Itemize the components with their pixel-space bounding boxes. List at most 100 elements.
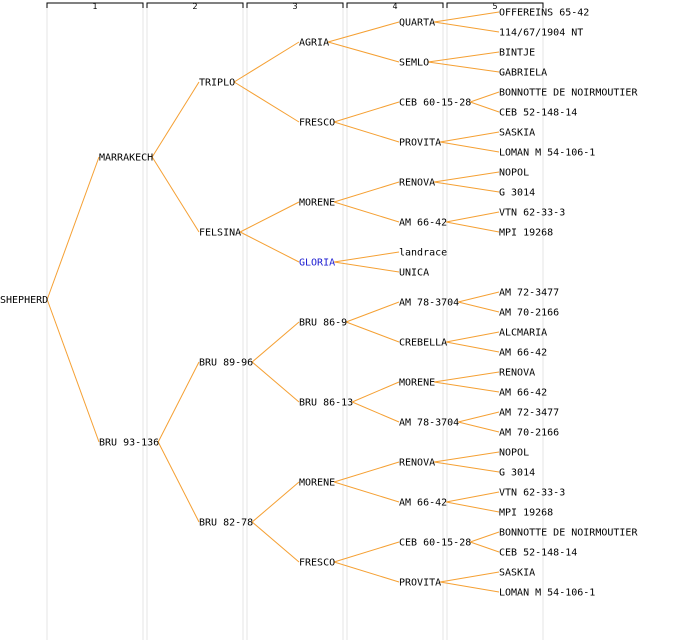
pedigree-node: BRU 89-96: [199, 358, 253, 369]
pedigree-node: CEB 52-148-14: [499, 108, 577, 119]
pedigree-node: BRU 93-136: [99, 438, 159, 449]
pedigree-edge: [345, 301, 400, 323]
pedigree-edge: [327, 41, 400, 63]
pedigree-edge: [458, 421, 500, 433]
pedigree-edge: [446, 331, 500, 343]
pedigree-node: QUARTA: [399, 18, 435, 29]
pedigree-node: G 3014: [499, 468, 535, 479]
pedigree-node: G 3014: [499, 188, 535, 199]
column-header-bracket: [446, 2, 544, 8]
pedigree-edge: [157, 441, 200, 523]
pedigree-node: FELSINA: [199, 228, 241, 239]
pedigree-edge: [251, 321, 300, 363]
pedigree-node: MARRAKECH: [99, 153, 153, 164]
pedigree-edge: [333, 121, 400, 143]
pedigree-edge: [251, 481, 300, 523]
pedigree-edge: [434, 171, 500, 183]
column-header-label: 4: [392, 2, 397, 11]
pedigree-edge: [440, 581, 500, 593]
pedigree-edge: [327, 21, 400, 43]
pedigree-node: MPI 19268: [499, 228, 553, 239]
pedigree-edge: [458, 301, 500, 313]
column-header-label: 1: [92, 2, 97, 11]
pedigree-node: CREBELLA: [399, 338, 447, 349]
column-header-label: 2: [192, 2, 197, 11]
tree-nodes: SHEPHERD MARRAKECH TRIPLO AGRIA QUARTA OFFERE…: [0, 8, 638, 599]
pedigree-node: CEB 60-15-28: [399, 538, 471, 549]
pedigree-edge: [333, 541, 400, 563]
pedigree-edge: [440, 571, 500, 583]
pedigree-node: TRIPLO: [199, 78, 235, 89]
pedigree-edge: [351, 401, 400, 423]
pedigree-edge: [458, 411, 500, 423]
column-header-label: 5: [492, 2, 497, 11]
pedigree-node: AGRIA: [299, 38, 329, 49]
pedigree-edge: [333, 561, 400, 583]
pedigree-node: NOPOL: [499, 168, 529, 179]
pedigree-node: AM 78-3704: [399, 298, 459, 309]
pedigree-edge: [446, 491, 500, 503]
pedigree-node: UNICA: [399, 268, 429, 279]
pedigree-edge: [440, 141, 500, 153]
pedigree-node: NOPOL: [499, 448, 529, 459]
pedigree-node: AM 72-3477: [499, 288, 559, 299]
pedigree-edge: [46, 156, 100, 300]
pedigree-edge: [46, 299, 100, 443]
pedigree-edge: [151, 81, 200, 158]
pedigree-edge: [434, 181, 500, 193]
pedigree-node: ALCMARIA: [499, 328, 547, 339]
pedigree-edge: [333, 481, 400, 503]
pedigree-edge: [428, 51, 500, 63]
pedigree-edge: [446, 501, 500, 513]
pedigree-edge: [334, 251, 400, 263]
pedigree-edge: [470, 101, 500, 113]
pedigree-node: MORENE: [299, 478, 335, 489]
pedigree-node: OFFEREINS 65-42: [499, 8, 589, 19]
pedigree-node: AM 66-42: [499, 388, 547, 399]
pedigree-edge: [345, 321, 400, 343]
pedigree-edge: [334, 261, 400, 273]
pedigree-edge: [434, 461, 500, 473]
column-header-bracket: [146, 2, 244, 8]
pedigree-node: FRESCO: [299, 558, 335, 569]
pedigree-edge: [434, 21, 500, 33]
column-header-bracket: [46, 2, 144, 8]
pedigree-node: AM 66-42: [499, 348, 547, 359]
pedigree-node: PROVITA: [399, 578, 441, 589]
pedigree-node: VTN 62-33-3: [499, 488, 565, 499]
pedigree-node: 114/67/1904 NT: [499, 28, 583, 39]
pedigree-node: MORENE: [299, 198, 335, 209]
pedigree-edge: [333, 461, 400, 483]
pedigree-node: BONNOTTE DE NOIRMOUTIER: [499, 528, 638, 539]
pedigree-edge: [446, 341, 500, 353]
pedigree-edge: [333, 101, 400, 123]
pedigree-node: FRESCO: [299, 118, 335, 129]
pedigree-node: AM 70-2166: [499, 428, 559, 439]
pedigree-edge: [157, 361, 200, 443]
pedigree-node: RENOVA: [399, 178, 435, 189]
pedigree-edge: [434, 381, 500, 393]
pedigree-node: LOMAN M 54-106-1: [499, 588, 595, 599]
pedigree-node: MPI 19268: [499, 508, 553, 519]
column-header-bracket: [246, 2, 344, 8]
column-guides: [46, 4, 544, 640]
pedigree-edge: [440, 131, 500, 143]
pedigree-node: VTN 62-33-3: [499, 208, 565, 219]
pedigree-edge: [458, 291, 500, 303]
pedigree-node: SASKIA: [499, 568, 535, 579]
pedigree-node: GABRIELA: [499, 68, 547, 79]
pedigree-edge: [233, 81, 300, 123]
pedigree-edge: [470, 531, 500, 543]
pedigree-node: AM 66-42: [399, 218, 447, 229]
pedigree-node: SEMLO: [399, 58, 429, 69]
pedigree-edge: [434, 371, 500, 383]
pedigree-edge: [351, 381, 400, 403]
pedigree-edge: [470, 91, 500, 103]
pedigree-node: RENOVA: [499, 368, 535, 379]
pedigree-node: SHEPHERD: [0, 295, 48, 306]
pedigree-edge: [239, 201, 300, 233]
pedigree-node: RENOVA: [399, 458, 435, 469]
pedigree-edge: [446, 221, 500, 233]
pedigree-node: landrace: [399, 248, 447, 259]
